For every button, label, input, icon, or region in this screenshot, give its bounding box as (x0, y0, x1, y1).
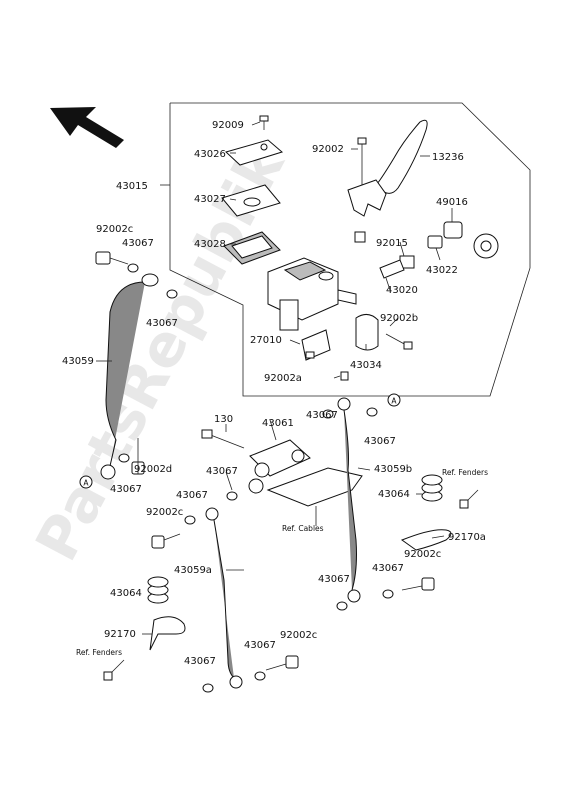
ref-fenders-right: Ref. Fenders (442, 468, 488, 477)
label-92002c-top: 92002c (96, 224, 133, 235)
ref-cables: Ref. Cables (282, 524, 324, 533)
brake-lever-13236-icon (347, 119, 428, 243)
direction-arrow-icon (50, 107, 124, 148)
label-43067: 43067 (184, 656, 216, 667)
grommet-43064-icon (421, 474, 443, 502)
banjo-bolt-92002d-icon (131, 438, 145, 475)
label-92015: 92015 (376, 238, 408, 249)
label-92002a: 92002a (264, 373, 302, 384)
hose-43059b-icon (337, 397, 361, 603)
banjo-bolt-92002c-icon (401, 577, 435, 591)
diaphragm-43028-icon (223, 231, 281, 265)
bolt-92002a-icon (340, 371, 349, 381)
bolt-130-icon (201, 429, 245, 449)
banjo-bolt-92002c-icon (265, 655, 299, 671)
label-43064-left: 43064 (110, 588, 142, 599)
label-43067: 43067 (244, 640, 276, 651)
label-43067: 43067 (372, 563, 404, 574)
label-92170a: 92170a (448, 532, 486, 543)
label-92002: 92002 (312, 144, 344, 155)
label-49016: 49016 (436, 197, 468, 208)
hose-43059a-icon (205, 507, 243, 689)
marker-a-right: A (387, 393, 401, 407)
label-43067: 43067 (306, 410, 338, 421)
label-43059: 43059 (62, 356, 94, 367)
label-43067: 43067 (318, 574, 350, 585)
plate-43027-icon (221, 184, 281, 217)
label-92002c-bottom: 92002c (280, 630, 317, 641)
clamp-92170-icon (149, 616, 186, 651)
bolt-92002b-icon (385, 333, 413, 350)
label-92002d: 92002d (134, 464, 172, 475)
washer-43067-icon (202, 671, 266, 693)
label-43059a: 43059a (174, 565, 212, 576)
label-43067: 43067 (206, 466, 238, 477)
label-92170: 92170 (104, 629, 136, 640)
washer-43067-icon (166, 289, 178, 299)
part-labels: 92009 43026 43027 43028 43015 92002 1323… (62, 120, 486, 667)
label-92009: 92009 (212, 120, 244, 131)
label-43027: 43027 (194, 194, 226, 205)
washer-43067-icon (322, 407, 378, 419)
label-43022: 43022 (426, 265, 458, 276)
label-43015: 43015 (116, 181, 148, 192)
label-13236: 13236 (432, 152, 464, 163)
reference-labels: Ref. Fenders Ref. Cables Ref. Fenders (76, 468, 488, 657)
cap-43026-icon (225, 139, 284, 166)
ref-fenders-left: Ref. Fenders (76, 648, 122, 657)
label-43020: 43020 (386, 285, 418, 296)
piston-kit-43022-icon (379, 235, 443, 279)
washer-43067-icon (336, 589, 394, 611)
label-27010: 27010 (250, 335, 282, 346)
marker-label: A (83, 479, 89, 488)
gear-icon (473, 233, 499, 259)
label-43061: 43061 (262, 418, 294, 429)
label-43067: 43067 (176, 490, 208, 501)
washer-43067-icon (184, 491, 238, 525)
group-outline (169, 102, 531, 397)
label-43028: 43028 (194, 239, 226, 250)
label-43067: 43067 (146, 318, 178, 329)
label-43067: 43067 (364, 436, 396, 447)
screw-92009-icon (259, 115, 269, 130)
label-92002c-mid: 92002c (146, 507, 183, 518)
marker-label: A (391, 397, 397, 406)
label-43064-right: 43064 (378, 489, 410, 500)
clamp-92170a-icon (400, 529, 452, 551)
label-43067: 43067 (122, 238, 154, 249)
washer-43067-icon (127, 263, 139, 273)
banjo-bolt-92002c-icon (151, 533, 181, 549)
label-130: 130 (214, 414, 233, 425)
bolt-icon (459, 489, 479, 509)
hose-43059-icon (100, 273, 159, 480)
switch-27010-icon (301, 329, 331, 361)
label-43034: 43034 (350, 360, 382, 371)
label-92002c-right: 92002c (404, 549, 441, 560)
bolt-icon (103, 659, 125, 681)
label-92002b: 92002b (380, 313, 418, 324)
grommet-43064-icon (147, 576, 169, 604)
banjo-bolt-92002c-icon (95, 251, 129, 265)
marker-a-left: A (79, 475, 93, 489)
boot-49016-icon (443, 221, 463, 239)
master-cylinder-icon (267, 257, 357, 331)
label-43067: 43067 (110, 484, 142, 495)
leader-lines (96, 121, 453, 635)
label-43059b: 43059b (374, 464, 412, 475)
brake-joint-43061-icon (248, 439, 363, 507)
label-43026: 43026 (194, 149, 226, 160)
bolt-92002-icon (357, 137, 367, 186)
holder-43034-icon (355, 314, 379, 351)
washer-43067-icon (118, 453, 130, 463)
